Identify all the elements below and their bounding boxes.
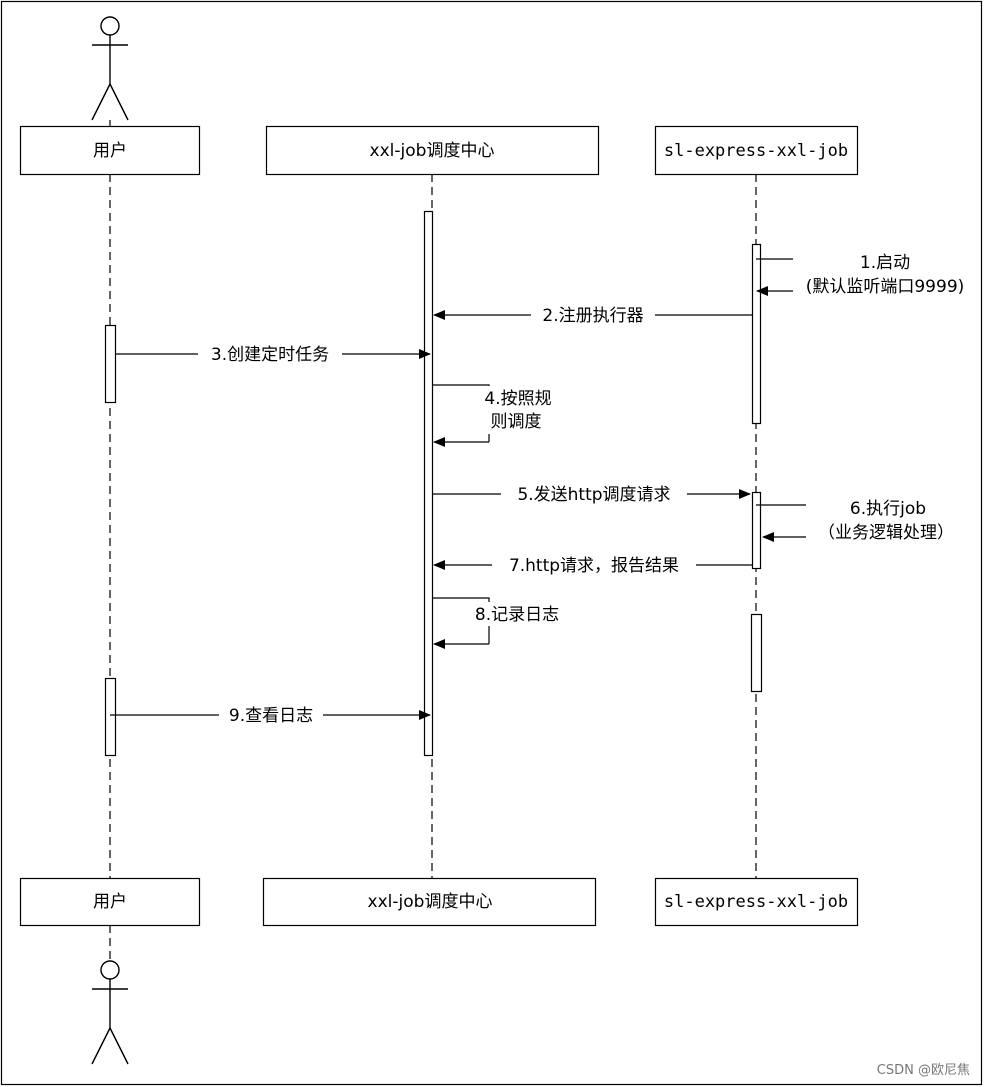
message-4-label-line1: 4.按照规	[484, 389, 551, 409]
participant-label-scheduler-top: xxl-job调度中心	[370, 141, 495, 161]
message-2-register: 2.注册执行器	[433, 303, 752, 326]
watermark: CSDN @欧尼焦	[877, 1063, 970, 1078]
message-5-label: 5.发送http调度请求	[517, 485, 670, 505]
participant-label-user-bottom: 用户	[93, 892, 127, 912]
message-7-report-result: 7.http请求，报告结果	[433, 553, 752, 576]
message-4-schedule: 4.按照规 则调度	[433, 384, 564, 447]
message-7-label: 7.http请求，报告结果	[509, 556, 679, 576]
activation-executor-3	[750, 613, 763, 693]
message-9-label: 9.查看日志	[229, 706, 313, 726]
message-9-view-log: 9.查看日志	[110, 703, 431, 726]
participant-label-scheduler-bottom: xxl-job调度中心	[368, 892, 493, 912]
message-6-label-line2: （业务逻辑处理）	[818, 523, 954, 543]
message-8-label: 8.记录日志	[475, 605, 559, 625]
activation-executor-1	[751, 243, 762, 425]
message-1-label-line1: 1.启动	[860, 253, 910, 273]
activation-scheduler	[423, 210, 434, 757]
message-1-label-line2: (默认监听端口9999)	[806, 277, 965, 297]
activation-executor-2	[751, 491, 762, 570]
message-8-record-log: 8.记录日志	[433, 597, 570, 649]
actor-user-top	[91, 16, 129, 121]
message-2-label: 2.注册执行器	[542, 306, 643, 326]
activation-user-1	[104, 324, 117, 404]
participant-box-user-bottom: 用户	[19, 877, 201, 927]
activation-user-2	[104, 677, 117, 757]
message-6-execute-job: 6.执行job （业务逻辑处理）	[756, 499, 954, 543]
participant-label-executor-top: sl-express-xxl-job	[664, 141, 848, 161]
participant-label-executor-bottom: sl-express-xxl-job	[664, 892, 848, 912]
message-3-label: 3.创建定时任务	[211, 345, 329, 365]
participant-box-scheduler-bottom: xxl-job调度中心	[262, 877, 597, 927]
message-5-http-request: 5.发送http调度请求	[433, 482, 751, 505]
message-6-label-line1: 6.执行job	[850, 499, 926, 519]
participant-box-scheduler-top: xxl-job调度中心	[265, 125, 600, 176]
message-3-create-task: 3.创建定时任务	[116, 342, 431, 365]
message-1-start: 1.启动 (默认监听端口9999)	[756, 253, 964, 297]
participant-box-user-top: 用户	[19, 125, 201, 176]
message-4-label-line2: 则调度	[491, 412, 542, 432]
participant-box-executor-bottom: sl-express-xxl-job	[654, 877, 859, 927]
participant-label-user-top: 用户	[93, 141, 127, 161]
actor-user-bottom	[91, 960, 129, 1065]
participant-box-executor-top: sl-express-xxl-job	[654, 125, 859, 176]
